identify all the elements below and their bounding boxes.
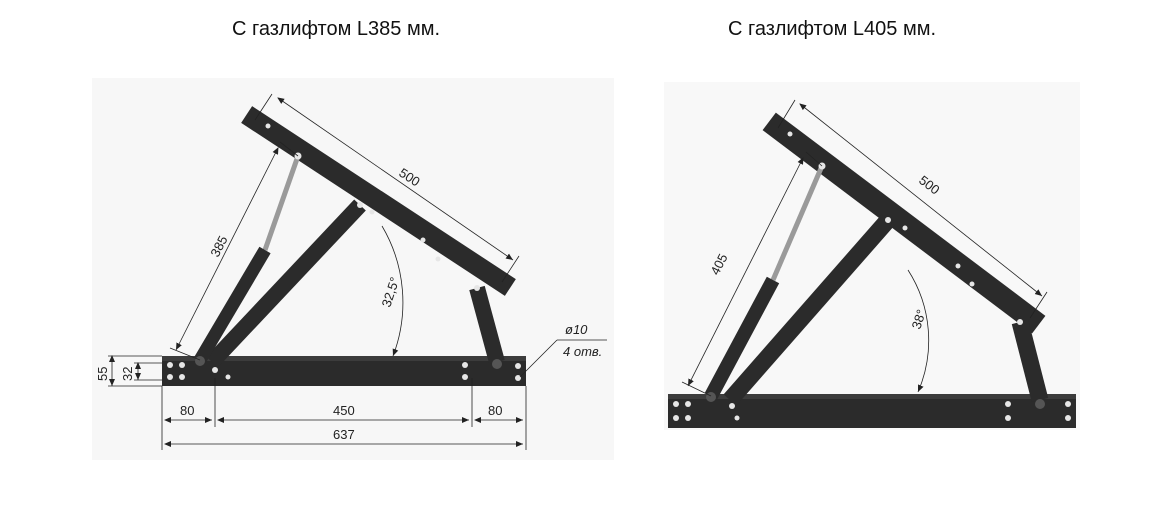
right-angle-label: 38° — [909, 308, 929, 331]
right-pivot — [706, 392, 716, 402]
left-pivot — [195, 356, 205, 366]
left-hole-count-label: 4 отв. — [563, 344, 602, 359]
right-rear-link — [1011, 319, 1049, 403]
left-offset-left-label: 80 — [180, 403, 194, 418]
right-base-bar-top — [668, 394, 1076, 399]
right-title: С газлифтом L405 мм. — [728, 18, 937, 40]
right-dimension-lines — [681, 99, 1048, 397]
left-base-bar-top — [162, 356, 526, 361]
left-height-outer-label: 55 — [95, 367, 110, 381]
left-pivot-rear — [492, 359, 502, 369]
left-span-middle-label: 450 — [333, 403, 355, 418]
right-pivot-rear — [1035, 399, 1045, 409]
left-title: С газлифтом L385 мм. — [232, 18, 441, 40]
left-total-length-label: 637 — [333, 427, 355, 442]
left-hole-diameter-label: ø10 — [565, 322, 588, 337]
left-rear-link — [469, 285, 505, 365]
left-offset-right-label: 80 — [488, 403, 502, 418]
left-dimension-lines — [108, 93, 607, 450]
left-height-inner-label: 32 — [120, 367, 135, 381]
